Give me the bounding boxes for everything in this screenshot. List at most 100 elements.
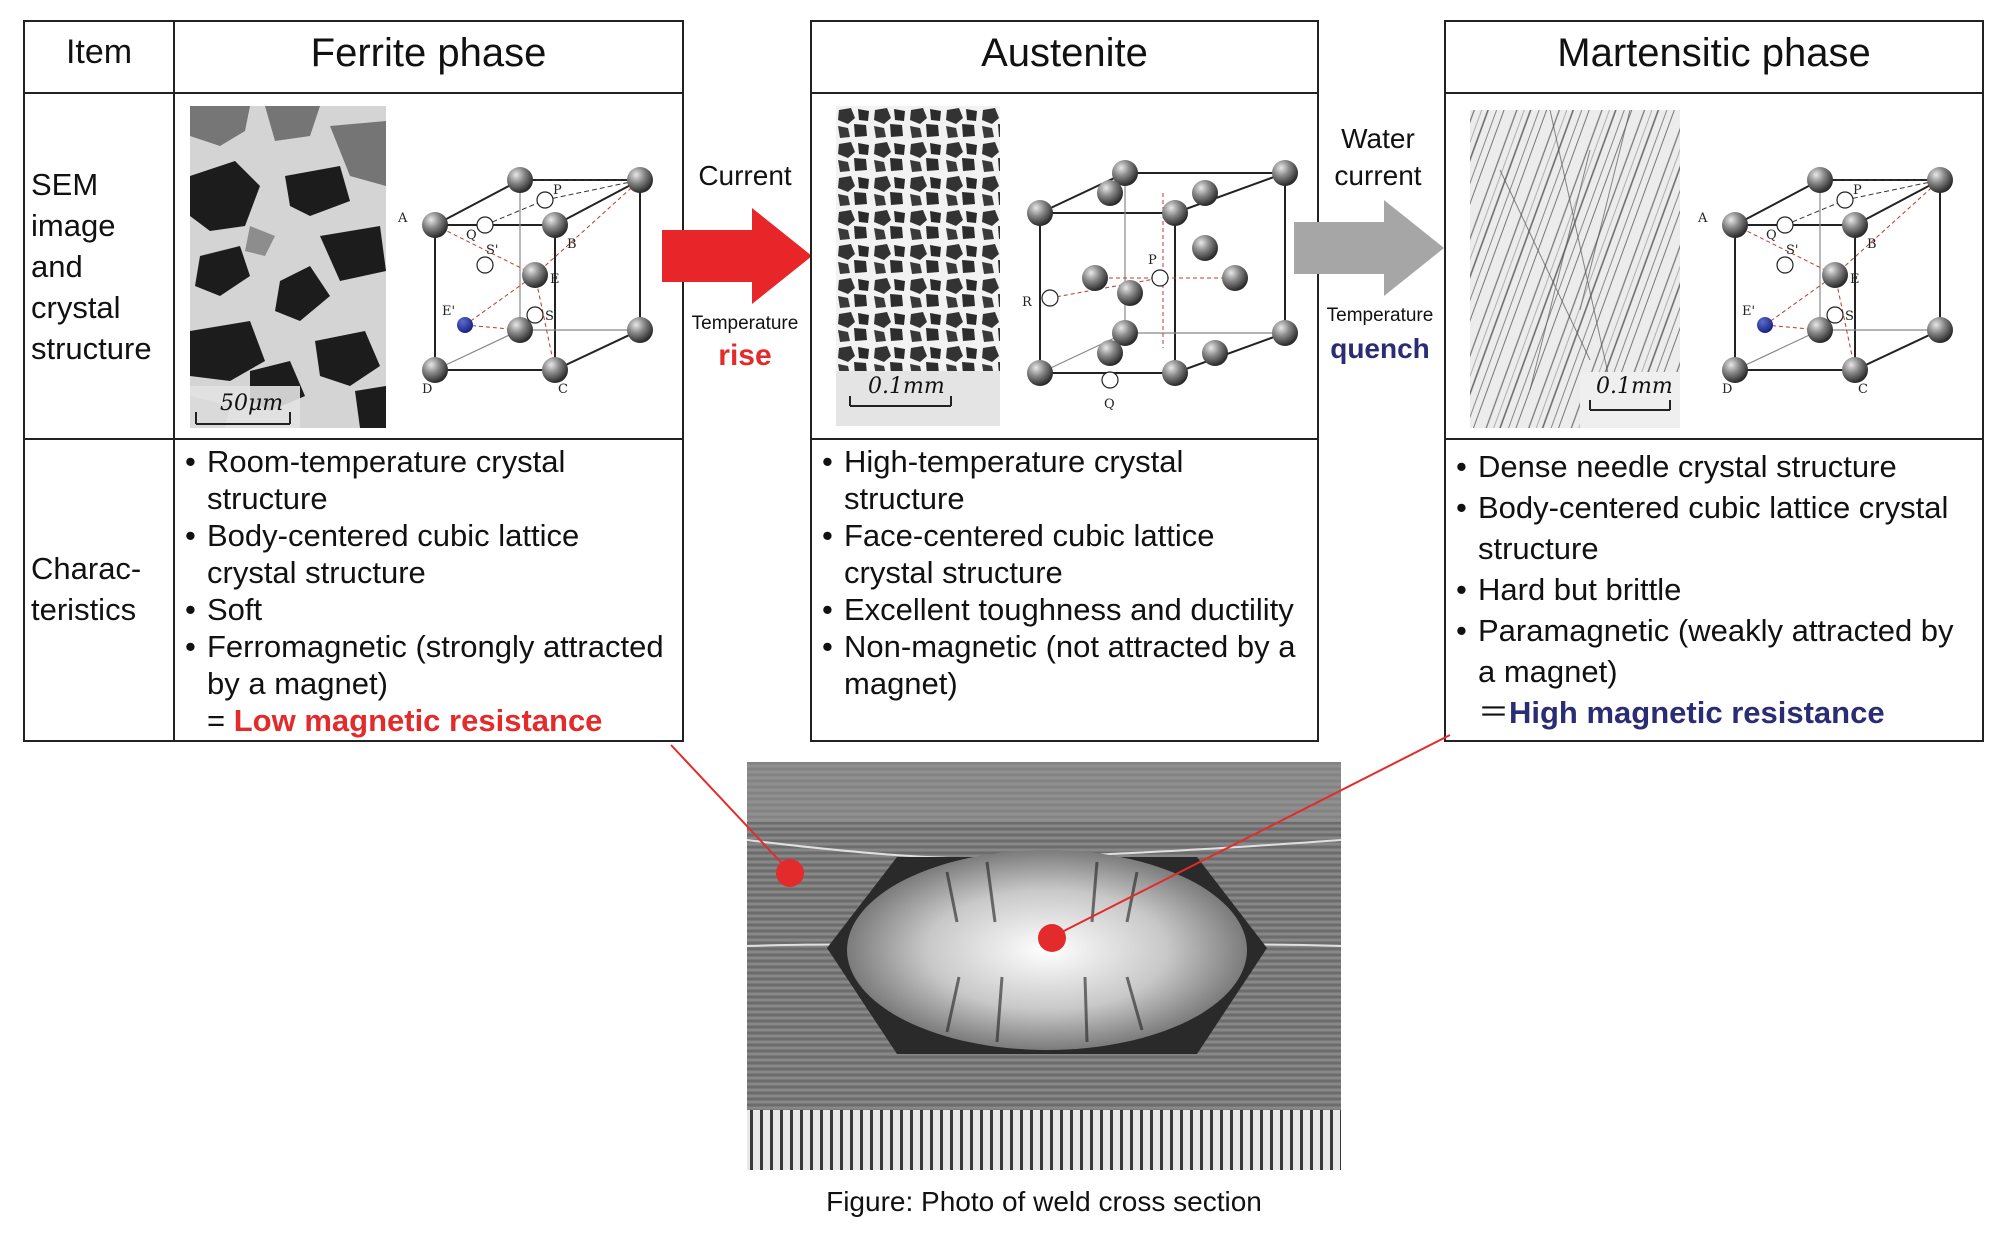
item-header: Item xyxy=(65,33,133,71)
list-item-line: structure xyxy=(1478,531,1599,566)
ferrite-table-header-rule xyxy=(23,92,684,94)
result-prefix: ＝ xyxy=(1478,695,1509,730)
ferrite-phase-header: Ferrite phase xyxy=(310,31,547,75)
figure-caption: Figure: Photo of weld cross section xyxy=(826,1186,1262,1217)
water-label-line: Water xyxy=(1341,123,1415,154)
martensite-table-header-rule xyxy=(1444,92,1984,94)
list-item: Soft xyxy=(181,591,681,628)
sem-row-label-line: crystal xyxy=(31,290,121,325)
characteristics-label-line: Charac- xyxy=(31,551,142,586)
ferrite-table-divider xyxy=(173,20,175,742)
lattice-label-s: S xyxy=(1845,309,1854,324)
ferrite-sem-drawing xyxy=(190,106,386,428)
lattice-label-e: E xyxy=(1850,272,1860,287)
list-item-line: Paramagnetic (weakly attracted by xyxy=(1478,613,1954,648)
fcc-label-r: R xyxy=(1022,295,1033,310)
list-item-line: structure xyxy=(207,481,328,516)
current-label: Current xyxy=(698,160,792,191)
list-item-line: Face-centered cubic lattice xyxy=(844,518,1215,553)
lattice-label-e-prime: E' xyxy=(442,304,455,319)
high-magnetic-resistance-label: High magnetic resistance xyxy=(1509,695,1885,730)
list-item-line: Body-centered cubic lattice crystal xyxy=(1478,490,1949,525)
quench-label: quench xyxy=(1330,333,1430,364)
lattice-label-c: C xyxy=(1858,382,1868,397)
lattice-label-d: D xyxy=(422,382,432,397)
low-magnetic-resistance-label: Low magnetic resistance xyxy=(233,703,603,738)
martensite-scale-label: 0.1mm xyxy=(1596,374,1673,399)
list-item-line: High-temperature crystal xyxy=(844,444,1184,479)
fcc-label-q: Q xyxy=(1104,397,1115,412)
quench-arrow xyxy=(1294,200,1444,296)
lattice-label-p: P xyxy=(553,183,562,198)
lattice-label-c: C xyxy=(558,382,568,397)
sem-row-label-line: and xyxy=(31,249,83,284)
lattice-label-s-prime: S' xyxy=(1786,243,1798,258)
austenite-table-row-rule xyxy=(810,438,1319,440)
list-item-line: magnet) xyxy=(844,666,958,701)
list-item-line: Hard but brittle xyxy=(1478,572,1682,607)
list-item-line: Ferromagnetic (strongly attracted xyxy=(207,629,664,664)
ferrite-result: = Low magnetic resistance xyxy=(181,702,681,739)
list-item-line: a magnet) xyxy=(1478,654,1618,689)
list-item-line: Excellent toughness and ductility xyxy=(844,592,1294,627)
martensite-sem-image: 0.1mm xyxy=(1470,110,1680,428)
rise-label: rise xyxy=(718,339,772,372)
list-item: Body-centered cubic lattice crystal struc… xyxy=(1452,487,1980,569)
list-item: Hard but brittle xyxy=(1452,569,1980,610)
austenite-header: Austenite xyxy=(981,31,1148,75)
martensite-result: ＝High magnetic resistance xyxy=(1452,692,1980,733)
list-item-line: structure xyxy=(844,481,965,516)
lattice-label-q: Q xyxy=(466,228,477,243)
list-item-line: crystal structure xyxy=(844,555,1063,590)
list-item: Dense needle crystal structure xyxy=(1452,446,1980,487)
lattice-label-e-prime: E' xyxy=(1742,304,1755,319)
lattice-label-b: B xyxy=(1867,237,1877,252)
ferrite-scale-label: 50μm xyxy=(220,391,284,416)
lattice-label-a: A xyxy=(1697,211,1708,226)
lattice-label-s-prime: S' xyxy=(486,243,498,258)
sem-row-label-line: structure xyxy=(31,331,152,366)
list-item-line: Dense needle crystal structure xyxy=(1478,449,1897,484)
fcc-label-p: P xyxy=(1148,253,1157,268)
lattice-label-q: Q xyxy=(1766,228,1777,243)
list-item-line: Non-magnetic (not attracted by a xyxy=(844,629,1296,664)
martensitic-phase-header: Martensitic phase xyxy=(1557,31,1871,75)
temperature-label-2: Temperature xyxy=(1326,305,1434,326)
ferrite-sem-image: 50μm xyxy=(190,106,386,428)
austenite-table-header-rule xyxy=(810,92,1319,94)
characteristics-row-label: Charac- teristics xyxy=(31,548,141,630)
list-item-line: crystal structure xyxy=(207,555,426,590)
ferrite-bcc-lattice: A B C D E E' P Q S S' xyxy=(397,167,653,397)
austenite-sem-drawing xyxy=(836,106,1000,426)
lattice-label-b: B xyxy=(567,237,577,252)
temperature-label-1: Temperature xyxy=(691,313,799,334)
characteristics-label-line: teristics xyxy=(31,592,137,627)
lattice-label-d: D xyxy=(1722,382,1732,397)
lattice-label-a: A xyxy=(397,211,408,226)
martensite-characteristics-list: Dense needle crystal structure Body-cent… xyxy=(1452,446,1980,733)
list-item-line: Room-temperature crystal xyxy=(207,444,566,479)
list-item-line: by a magnet) xyxy=(207,666,388,701)
sem-row-label: SEM image and crystal structure xyxy=(31,164,152,369)
list-item: Paramagnetic (weakly attracted by a magne… xyxy=(1452,610,1980,692)
lattice-label-s: S xyxy=(545,309,554,324)
sem-row-label-line: SEM xyxy=(31,167,99,202)
sem-row-label-line: image xyxy=(31,208,116,243)
ferrite-table-row-rule xyxy=(23,438,684,440)
water-current-label: Water current xyxy=(1318,120,1438,194)
lattice-label-p: P xyxy=(1853,183,1862,198)
list-item-line: Body-centered cubic lattice xyxy=(207,518,580,553)
austenite-fcc-lattice: P Q R xyxy=(1022,160,1298,412)
list-item: Excellent toughness and ductility xyxy=(818,591,1316,628)
martensite-region-marker xyxy=(1038,924,1066,952)
ferrite-region-marker xyxy=(776,859,804,887)
list-item-line: Soft xyxy=(207,592,263,627)
